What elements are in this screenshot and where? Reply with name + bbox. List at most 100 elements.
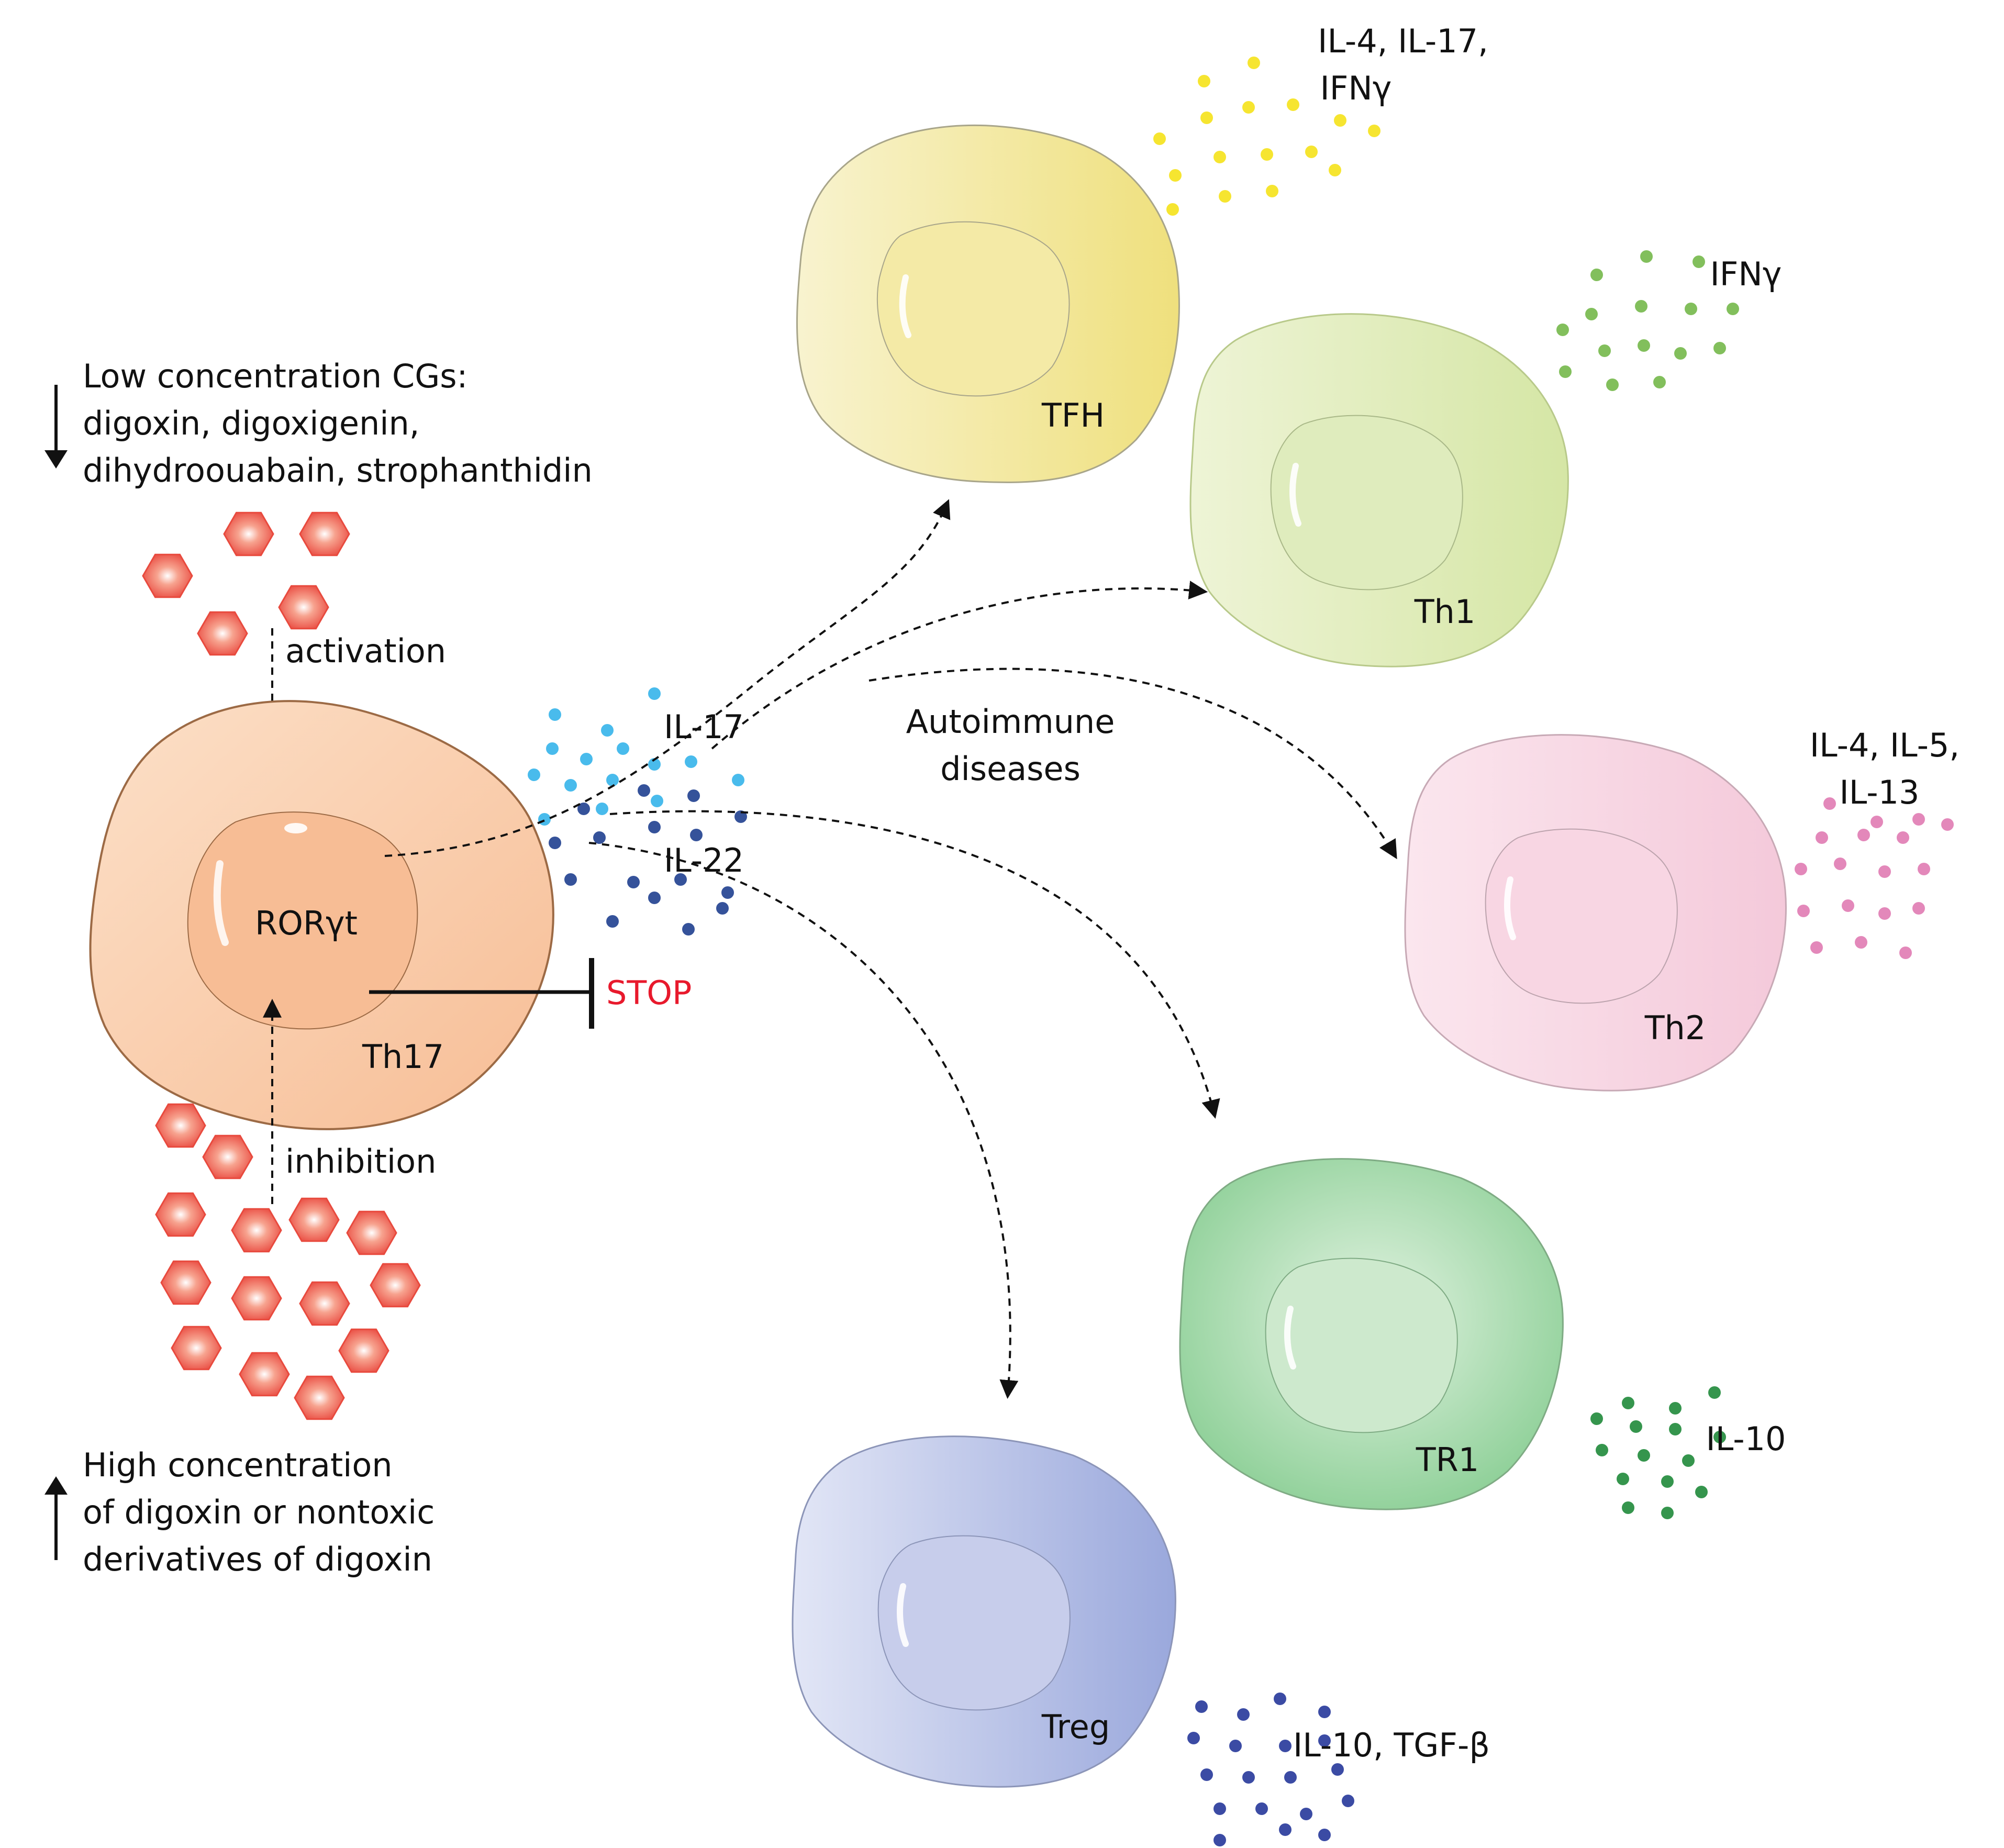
hexagon-molecule-icon xyxy=(299,1281,350,1326)
treg-cytokine-dot xyxy=(1237,1708,1250,1721)
il22-dot xyxy=(593,831,606,844)
tfh-cytokine-dot xyxy=(1153,132,1166,145)
low-concentration-note: Low concentration CGs: digoxin, digoxige… xyxy=(44,357,593,489)
up-arrow-icon xyxy=(44,1476,68,1560)
tfh-label: TFH xyxy=(1041,396,1105,435)
hexagon-molecule-icon xyxy=(294,1375,345,1420)
hexagon-molecule-icon xyxy=(338,1328,389,1373)
activation-label: activation xyxy=(285,632,446,670)
low-concentration-molecules xyxy=(142,511,350,656)
arrow-to-th1 xyxy=(711,581,1208,750)
tr1-cytokine-line-1: IL-10 xyxy=(1706,1420,1786,1458)
treg-cytokine-dot xyxy=(1318,1734,1331,1747)
il17-dot xyxy=(528,769,540,781)
th2-cytokine-dot xyxy=(1857,829,1870,841)
treg-cytokine-dot xyxy=(1195,1700,1208,1713)
th1-label: Th1 xyxy=(1414,593,1476,631)
th2-cytokine-dot xyxy=(1823,797,1836,810)
il17-dot xyxy=(564,779,577,792)
il22-dot xyxy=(627,876,640,888)
th1-cytokine-dot xyxy=(1727,303,1739,315)
il17-dot xyxy=(546,742,559,755)
tfh-cytokine-dot xyxy=(1329,164,1341,176)
hexagon-molecule-icon xyxy=(142,553,193,598)
il22-dot xyxy=(648,821,661,833)
th2-cytokine-dot xyxy=(1855,936,1867,949)
tr1-cytokine-dot xyxy=(1669,1423,1682,1435)
th1-cytokine-dot xyxy=(1640,250,1653,263)
tfh-cytokine-dot xyxy=(1242,101,1255,114)
il17-dot xyxy=(580,753,593,765)
tfh-cytokine-dot xyxy=(1213,151,1226,163)
il22-dot xyxy=(682,923,695,936)
il17-dot-cluster xyxy=(528,687,744,826)
arrow-to-tr1 xyxy=(609,810,1220,1119)
th1-cytokine-dot xyxy=(1674,347,1687,360)
il22-dot xyxy=(638,784,650,797)
stop-inhibitor: STOP xyxy=(369,958,692,1029)
th2-cytokine-dot xyxy=(1816,831,1828,844)
il22-dot xyxy=(716,902,729,915)
hexagon-molecule-icon xyxy=(197,611,248,656)
arrow-to-tfh xyxy=(384,499,951,857)
treg-cytokine-dot xyxy=(1318,1706,1331,1718)
th1-cytokine-dot xyxy=(1585,308,1598,320)
th2-cytokine-dot xyxy=(1912,813,1925,826)
hexagon-molecule-icon xyxy=(160,1260,211,1305)
high-concentration-note: High concentration of digoxin or nontoxi… xyxy=(44,1446,435,1578)
tr1-cytokine-dot xyxy=(1695,1486,1708,1498)
tr1-cytokine-dot xyxy=(1638,1449,1650,1462)
th2-label: Th2 xyxy=(1644,1009,1706,1047)
tr1-cytokine-dot xyxy=(1590,1412,1603,1425)
arrow-to-th2 xyxy=(869,667,1397,860)
treg-cytokine-dot xyxy=(1342,1795,1354,1807)
treg-cytokine-dot xyxy=(1300,1808,1312,1820)
treg-cell: Treg xyxy=(792,1435,1176,1788)
tr1-cytokine-dot xyxy=(1622,1501,1634,1514)
tr1-cytokine-dot xyxy=(1669,1402,1682,1415)
treg-label: Treg xyxy=(1041,1708,1110,1746)
tr1-cytokine-dot xyxy=(1661,1507,1674,1519)
hexagon-molecule-icon xyxy=(231,1208,282,1253)
high-concentration-line-3: derivatives of digoxin xyxy=(83,1540,432,1578)
treg-cytokine-dot xyxy=(1318,1829,1331,1841)
hexagon-molecule-icon xyxy=(370,1263,421,1308)
th17-label: Th17 xyxy=(362,1038,444,1076)
treg-cytokine-dot xyxy=(1279,1740,1292,1752)
hexagon-molecule-icon xyxy=(223,511,274,556)
th2-cytokine-dot xyxy=(1871,816,1883,828)
th1-cytokine-dot xyxy=(1556,324,1569,336)
tfh-cytokine-dot xyxy=(1198,75,1210,87)
autoimmune-line-2: diseases xyxy=(940,750,1081,788)
tr1-cytokine-dot xyxy=(1596,1444,1608,1456)
down-arrow-icon xyxy=(44,385,68,469)
tfh-cytokine-dot xyxy=(1248,57,1260,69)
tr1-label: TR1 xyxy=(1416,1441,1479,1479)
il17-dot xyxy=(732,774,744,786)
th1-nucleus xyxy=(1270,415,1463,591)
tfh-cytokine-dot xyxy=(1368,125,1380,137)
differentiation-arrows xyxy=(384,499,1397,1399)
tfh-cytokine-dot xyxy=(1287,98,1299,111)
tfh-cytokine-line-2: IFNγ xyxy=(1320,69,1391,107)
th1-cytokine-dot xyxy=(1693,255,1705,268)
th2-cytokine-line-1: IL-4, IL-5, xyxy=(1810,726,1960,764)
tfh-cell: TFH xyxy=(796,124,1180,483)
th2-cytokine-line-2: IL-13 xyxy=(1839,773,1919,811)
hexagon-molecule-icon xyxy=(202,1134,253,1179)
th2-cytokine-dot xyxy=(1918,863,1930,875)
tfh-nucleus xyxy=(876,221,1070,397)
il22-dot-cluster xyxy=(549,784,747,936)
low-concentration-line-3: dihydroouabain, strophanthidin xyxy=(83,451,593,489)
tfh-cytokine-dot xyxy=(1261,148,1273,161)
th1-cytokine-dot xyxy=(1635,300,1647,313)
th2-cytokine-dot xyxy=(1842,899,1854,912)
hexagon-molecule-icon xyxy=(346,1210,397,1255)
il22-dot xyxy=(606,915,619,928)
treg-cytokine-dots xyxy=(1187,1693,1354,1846)
tr1-nucleus xyxy=(1265,1257,1458,1433)
il17-dot xyxy=(617,742,629,755)
th1-cytokine-dot xyxy=(1713,342,1726,354)
th1-cell: Th1 xyxy=(1189,313,1569,667)
il17-dot xyxy=(685,755,697,768)
